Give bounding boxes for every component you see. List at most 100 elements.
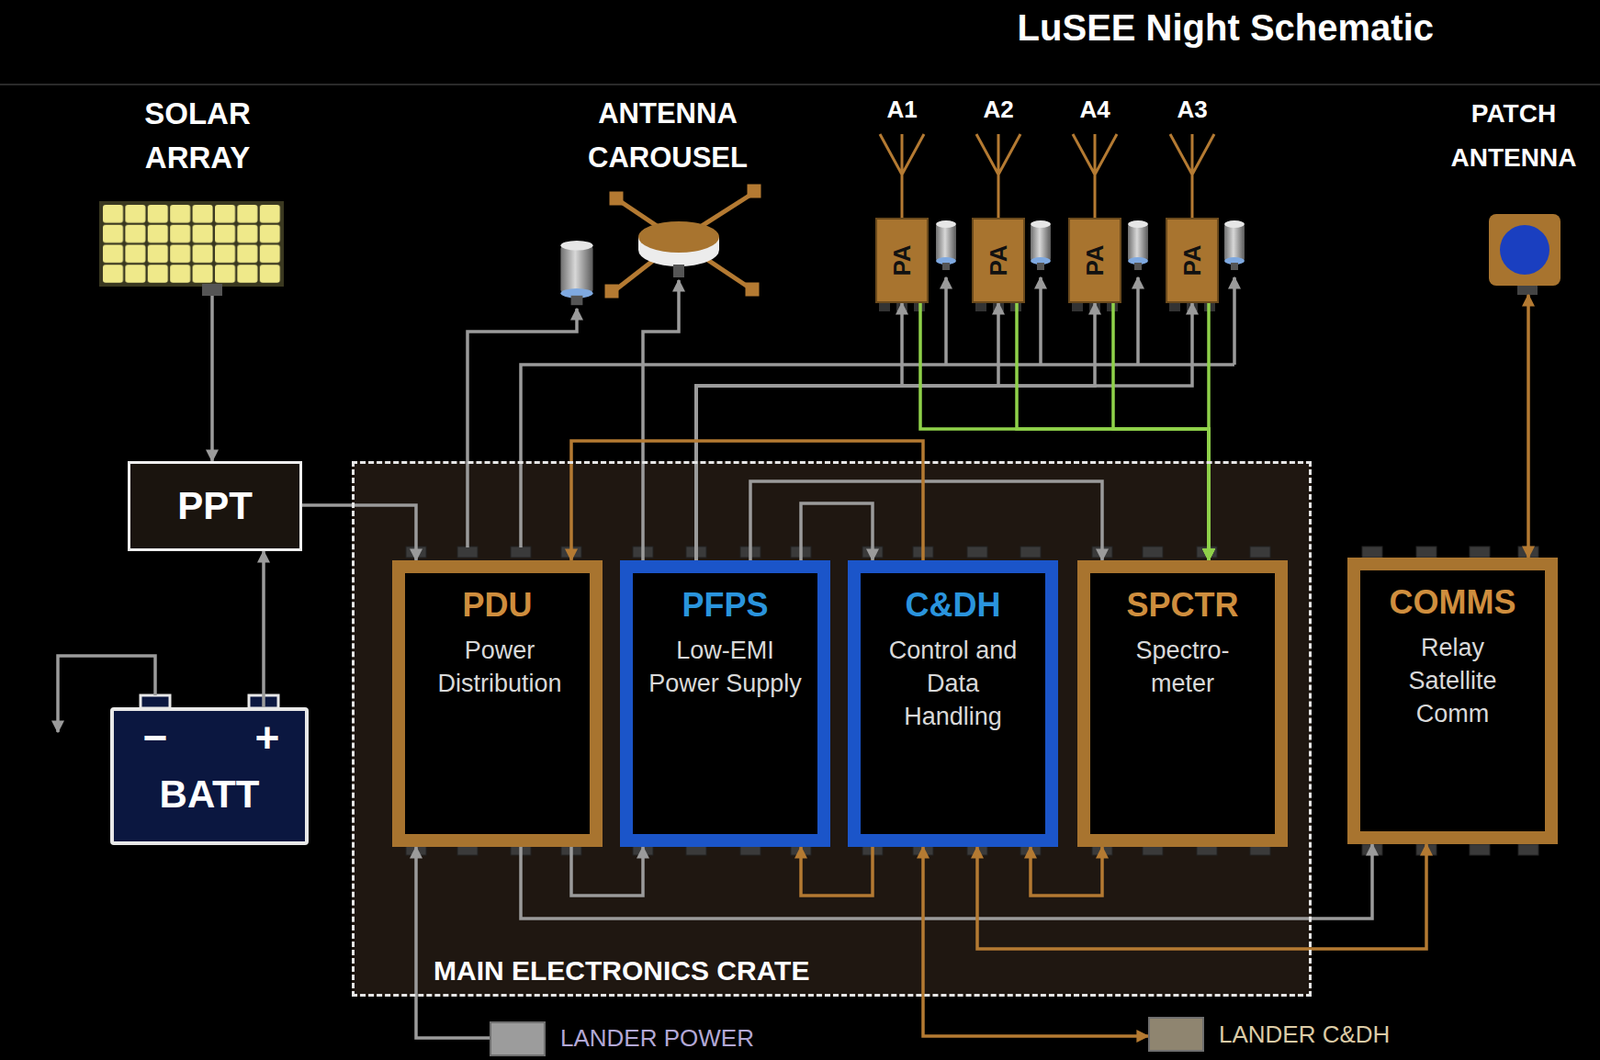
data-line (571, 440, 924, 561)
antenna-carousel-disk (673, 264, 685, 278)
heater-cylinder (935, 220, 957, 271)
box-label: PA (983, 244, 1013, 276)
pa-pin (878, 303, 891, 312)
interface-label: LANDER C&DH (1218, 1020, 1390, 1049)
heater-cylinder (1224, 220, 1245, 271)
signal-line (1016, 303, 1209, 561)
box-label: PA (1177, 244, 1206, 276)
dipole-antenna (879, 134, 924, 218)
power-wire (1038, 277, 1043, 365)
dipole-antenna (1170, 134, 1215, 218)
pa-pin (975, 303, 987, 312)
module-port (1362, 546, 1383, 558)
antenna-carousel-icon (611, 193, 621, 203)
module-port (457, 546, 478, 558)
preamp-box: PA (971, 217, 1026, 304)
lander-interface: LANDER POWER (489, 1020, 755, 1057)
module-box: C&DHControl and Data Handling (847, 560, 1059, 847)
module-box: COMMS Relay Satellite Comm (1347, 557, 1558, 845)
antenna-name: A1 (886, 95, 917, 124)
module-box: PFPSLow-EMI Power Supply (619, 560, 831, 847)
process-box: PPT (127, 461, 303, 552)
module-port (1416, 546, 1437, 558)
data-line (800, 846, 873, 896)
pa-pin (1169, 303, 1181, 312)
module-description: Power Distribution (412, 633, 587, 700)
patch-antenna-icon (1499, 225, 1550, 275)
antenna-carousel-icon (749, 186, 759, 196)
module-name: PFPS (640, 585, 811, 625)
group-label: MAIN ELECTRONICS CRATE (433, 955, 810, 987)
antenna-name: A2 (982, 95, 1014, 124)
preamp-box: PA (1165, 217, 1219, 304)
module-box: PDU Power Distribution (392, 560, 603, 847)
power-wire (520, 364, 1235, 548)
power-line (696, 303, 902, 561)
data-line (1030, 846, 1103, 896)
module-port (1469, 844, 1490, 856)
module-port (1518, 844, 1539, 856)
battery-terminal (140, 695, 170, 709)
patch-antenna: PATCH ANTENNA (1429, 91, 1599, 295)
module-port (967, 546, 988, 558)
preamp-box: PA (1068, 217, 1122, 304)
solar-panel (202, 283, 223, 296)
data-line (977, 844, 1427, 949)
solar-panel (99, 201, 284, 296)
module-description: Control and Data Handling (884, 633, 1023, 733)
box-label: PPT (177, 484, 253, 529)
antenna-carousel: ANTENNA CAROUSEL (575, 91, 760, 281)
antenna-name: A4 (1079, 95, 1110, 124)
antenna-carousel-disk (638, 221, 720, 278)
patch-antenna-icon (1488, 214, 1561, 286)
power-wire (944, 277, 948, 365)
diagram-title: LuSEE Night Schematic (1017, 7, 1434, 49)
pa-pin (1071, 303, 1083, 312)
heater-cylinder (560, 240, 593, 305)
heater-cylinder (1030, 220, 1051, 271)
battery-label: BATT (159, 772, 260, 817)
antenna-name: A3 (1176, 95, 1207, 124)
power-line (302, 505, 417, 561)
patch-antenna-icon (1488, 214, 1561, 295)
interface-label: LANDER POWER (560, 1024, 755, 1053)
power-wire (1136, 277, 1140, 365)
power-line (696, 303, 1193, 561)
part-label: SOLAR ARRAY (96, 91, 299, 181)
module-port (510, 546, 531, 558)
antenna-carousel-icon (607, 186, 759, 296)
dipole-antenna (879, 134, 1215, 218)
terminal-sign: − (143, 712, 169, 763)
module-port (1469, 546, 1490, 558)
power-line (571, 846, 643, 896)
power-wire (1232, 277, 1237, 365)
module-port (1020, 546, 1041, 558)
module-port (1196, 546, 1217, 558)
lander-port-box (1148, 1016, 1205, 1052)
pa-pin (878, 303, 1216, 312)
power-line (261, 551, 266, 708)
patch-antenna-icon (1517, 285, 1538, 295)
data-line (923, 846, 1149, 1037)
power-line (210, 295, 215, 462)
part-label: ANTENNA CAROUSEL (575, 91, 760, 181)
module-port (1142, 546, 1163, 558)
module-description: Spectro- meter (1114, 633, 1252, 700)
electronics-crate: MAIN ELECTRONICS CRATE PDU Power Distribut… (351, 461, 1312, 997)
signal-line (1206, 303, 1211, 561)
lander-port-box (489, 1021, 546, 1057)
module-name: COMMS (1367, 583, 1538, 622)
dipole-antenna (976, 134, 1021, 218)
battery-terminal (140, 695, 279, 709)
preamp-box: PA (875, 217, 929, 304)
power-line (416, 846, 490, 1038)
crate-ground (351, 461, 1312, 997)
module-name: PDU (412, 585, 583, 625)
solar-panel (99, 201, 284, 287)
data-line (1526, 294, 1531, 558)
antenna-carousel-icon (747, 284, 757, 294)
signal-line (1113, 303, 1209, 561)
part-label: PATCH ANTENNA (1429, 91, 1599, 181)
module-description: Relay Satellite Comm (1374, 630, 1532, 731)
